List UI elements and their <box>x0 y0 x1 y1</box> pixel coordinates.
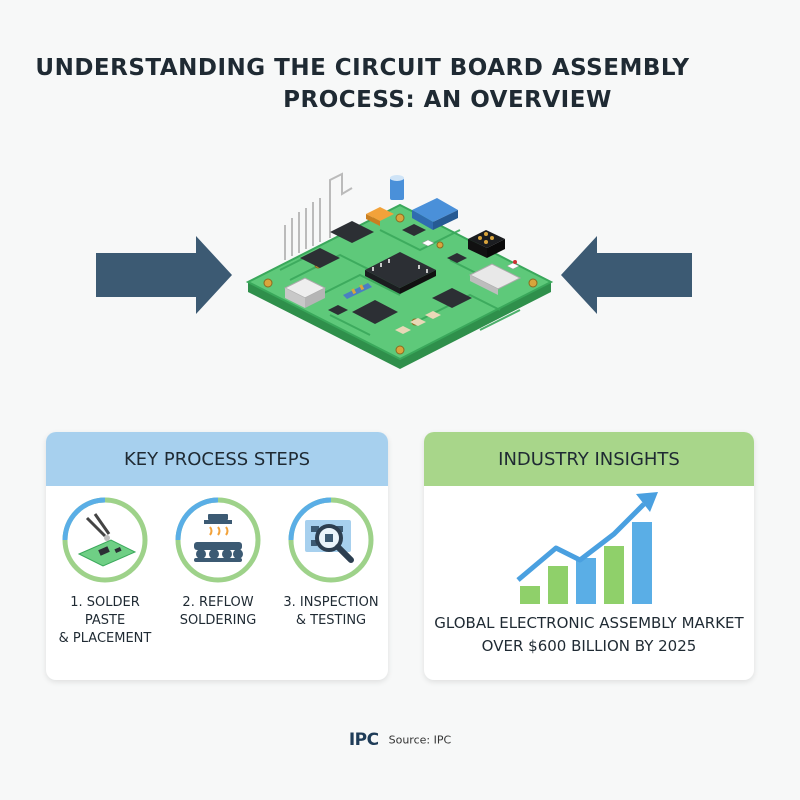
insights-card-header: INDUSTRY INSIGHTS <box>424 432 754 486</box>
step-1-line-2: & PLACEMENT <box>58 631 152 646</box>
insight-line-1: GLOBAL ELECTRONIC ASSEMBLY MARKET <box>434 614 744 632</box>
insight-text: GLOBAL ELECTRONIC ASSEMBLY MARKET OVER $… <box>424 612 754 658</box>
step-reflow-soldering: 2. REFLOW SOLDERING <box>163 496 273 630</box>
insight-line-2: OVER $600 BILLION BY 2025 <box>481 637 697 655</box>
capacitor <box>390 178 404 200</box>
step-1-line-1: 1. SOLDER PASTE <box>70 595 140 628</box>
step-3-line-2: & TESTING <box>295 613 367 628</box>
growth-bar-2 <box>548 566 568 604</box>
growth-bar-5 <box>632 522 652 604</box>
step-inspection-testing: 3. INSPECTION & TESTING <box>276 496 386 630</box>
trend-line <box>516 502 646 582</box>
title-line-1: UNDERSTANDING THE CIRCUIT BOARD ASSEMBLY <box>35 55 690 81</box>
growth-bar-4 <box>604 546 624 604</box>
reflow-oven-icon <box>175 497 261 583</box>
ipc-logo: IPC <box>348 730 379 750</box>
title-line-2: PROCESS: AN OVERVIEW <box>283 87 612 113</box>
growth-chart-icon <box>516 492 658 604</box>
steps-card-header: KEY PROCESS STEPS <box>46 432 388 486</box>
solder-placement-icon <box>62 497 148 583</box>
step-2-line-2: SOLDERING <box>179 613 257 628</box>
step-solder-paste: 1. SOLDER PASTE & PLACEMENT <box>50 496 160 648</box>
right-arrow-icon <box>561 236 692 314</box>
growth-bar-1 <box>520 586 540 604</box>
growth-bar-3 <box>576 558 596 604</box>
footer: IPC Source: IPC <box>0 730 800 750</box>
page-title: UNDERSTANDING THE CIRCUIT BOARD ASSEMBLY… <box>0 52 800 116</box>
left-arrow-icon <box>96 236 232 314</box>
main-processor-chip <box>365 252 436 288</box>
step-3-line-1: 3. INSPECTION <box>283 595 379 610</box>
key-process-steps-card: KEY PROCESS STEPS 1. SOLDER PASTE & PLAC… <box>46 432 388 680</box>
step-2-line-1: 2. REFLOW <box>182 595 254 610</box>
trend-arrowhead-icon <box>636 492 658 512</box>
source-text: Source: IPC <box>388 733 452 747</box>
industry-insights-card: INDUSTRY INSIGHTS GLOBAL ELECTRONIC ASSE… <box>424 432 754 680</box>
circuit-board-illustration <box>96 172 692 369</box>
blue-module <box>412 198 458 222</box>
magnifier-inspection-icon <box>288 497 374 583</box>
